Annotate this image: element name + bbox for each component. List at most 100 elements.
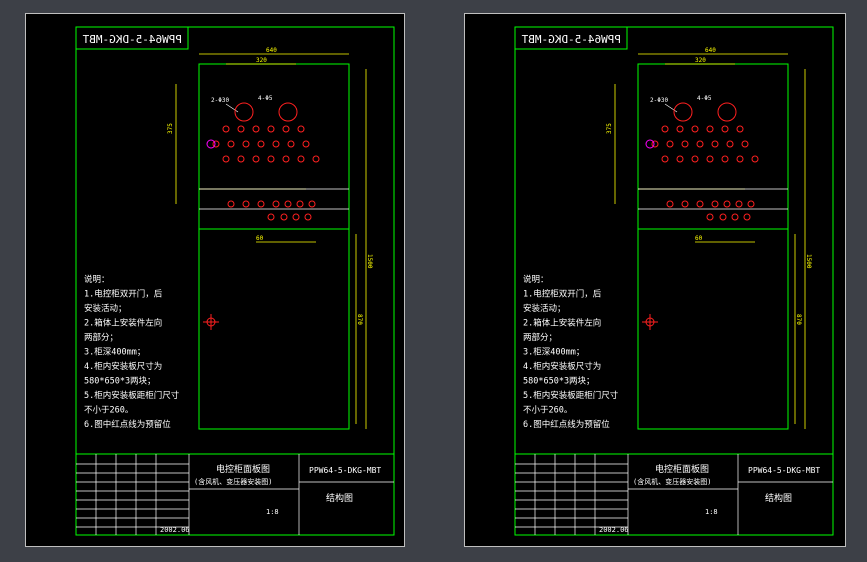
dim-label-inner: 320 <box>695 57 706 64</box>
mount-hole-11 <box>726 140 734 148</box>
title-sub: (含风机、变压器安装图) <box>633 477 711 486</box>
mount-hole-5 <box>736 125 744 133</box>
mount-hole-28 <box>719 213 727 221</box>
mount-hole-29 <box>292 213 300 221</box>
mount-hole-26 <box>308 200 316 208</box>
note-line-2: 安装活动； <box>523 303 566 314</box>
fan-circle-right <box>717 102 737 122</box>
border-frame <box>514 26 834 536</box>
mount-hole-10 <box>272 140 280 148</box>
code-box <box>514 26 628 50</box>
mount-hole-20 <box>227 200 235 208</box>
mount-hole-3 <box>267 125 275 133</box>
centre-mark-top <box>206 139 216 149</box>
note-line-6: 4.柜内安装板尺寸为 <box>523 361 601 372</box>
fan-circle-right <box>278 102 298 122</box>
mount-hole-18 <box>297 155 305 163</box>
mount-hole-1 <box>237 125 245 133</box>
mount-hole-13 <box>661 155 669 163</box>
fan-circle-left <box>234 102 254 122</box>
dim-label-inner: 320 <box>256 57 267 64</box>
label-holes-large: 2-Φ30 <box>650 97 668 104</box>
mount-hole-17 <box>282 155 290 163</box>
note-line-2: 安装活动； <box>84 303 127 314</box>
note-line-0: 说明： <box>84 274 110 285</box>
dim-label-width: 640 <box>266 47 277 54</box>
note-line-10: 6.图中红点线为预留位 <box>523 419 610 430</box>
mount-hole-15 <box>252 155 260 163</box>
label-holes-large: 2-Φ30 <box>211 97 229 104</box>
mount-hole-4 <box>721 125 729 133</box>
mount-hole-8 <box>681 140 689 148</box>
dim-label-lower: 870 <box>356 314 363 325</box>
drawing-scale: 1:8 <box>705 508 718 516</box>
note-line-10: 6.图中红点线为预留位 <box>84 419 171 430</box>
mount-hole-17 <box>721 155 729 163</box>
dim-label-bottom: 60 <box>695 235 703 242</box>
mount-hole-5 <box>297 125 305 133</box>
mount-hole-11 <box>287 140 295 148</box>
note-line-0: 说明： <box>523 274 549 285</box>
mount-hole-13 <box>222 155 230 163</box>
mount-hole-28 <box>280 213 288 221</box>
mount-hole-2 <box>691 125 699 133</box>
mount-hole-15 <box>691 155 699 163</box>
title-block <box>75 453 395 536</box>
mount-hole-7 <box>227 140 235 148</box>
mount-hole-6 <box>212 140 220 148</box>
mount-hole-20 <box>666 200 674 208</box>
mount-hole-7 <box>666 140 674 148</box>
dim-label-height: 1500 <box>366 254 373 269</box>
note-line-8: 5.柜内安装板距柜门尺寸 <box>84 390 180 401</box>
title-block <box>514 453 834 536</box>
mount-hole-9 <box>696 140 704 148</box>
mount-hole-24 <box>284 200 292 208</box>
drawing-type: 结构图 <box>326 492 353 504</box>
note-line-7: 580*650*3两块； <box>84 376 156 387</box>
mount-hole-19 <box>312 155 320 163</box>
mount-hole-27 <box>267 213 275 221</box>
mount-hole-16 <box>267 155 275 163</box>
note-line-8: 5.柜内安装板距柜门尺寸 <box>523 390 619 401</box>
mount-hole-27 <box>706 213 714 221</box>
note-line-1: 1.电控柜双开门，后 <box>523 289 602 300</box>
mount-hole-10 <box>711 140 719 148</box>
cabinet-bottom-panel <box>198 228 350 430</box>
mount-hole-14 <box>676 155 684 163</box>
label-holes-small: 4-Φ5 <box>697 95 712 102</box>
note-line-3: 2.箱体上安装件左向 <box>84 318 162 329</box>
mount-hole-24 <box>723 200 731 208</box>
mount-hole-25 <box>735 200 743 208</box>
note-line-9: 不小于260。 <box>523 405 572 416</box>
note-line-4: 两部分； <box>84 332 118 343</box>
dim-label-bottom: 60 <box>256 235 264 242</box>
mount-hole-8 <box>242 140 250 148</box>
mount-hole-30 <box>743 213 751 221</box>
mount-hole-12 <box>302 140 310 148</box>
note-line-5: 3.柜深400mm； <box>84 347 145 358</box>
note-line-6: 4.柜内安装板尺寸为 <box>84 361 162 372</box>
title-main: 电控柜面板图 <box>655 463 709 475</box>
drawing-scale: 1:8 <box>266 508 279 516</box>
dim-label-left: 375 <box>167 123 174 134</box>
fan-circle-left <box>673 102 693 122</box>
mount-hole-18 <box>736 155 744 163</box>
mount-hole-6 <box>651 140 659 148</box>
note-line-5: 3.柜深400mm； <box>523 347 584 358</box>
mount-hole-12 <box>741 140 749 148</box>
title-sub: (含风机、变压器安装图) <box>194 477 272 486</box>
mount-hole-1 <box>676 125 684 133</box>
code-box <box>75 26 189 50</box>
mount-hole-21 <box>242 200 250 208</box>
mount-hole-2 <box>252 125 260 133</box>
mount-hole-0 <box>661 125 669 133</box>
dim-label-lower: 870 <box>795 314 802 325</box>
mount-hole-9 <box>257 140 265 148</box>
mount-hole-0 <box>222 125 230 133</box>
mount-hole-4 <box>282 125 290 133</box>
drawing-code: PPW64-5-DKG-MBT <box>309 466 381 475</box>
drawing-date: 2002.06 <box>599 526 629 534</box>
label-holes-small: 4-Φ5 <box>258 95 273 102</box>
dim-label-left: 375 <box>606 123 613 134</box>
